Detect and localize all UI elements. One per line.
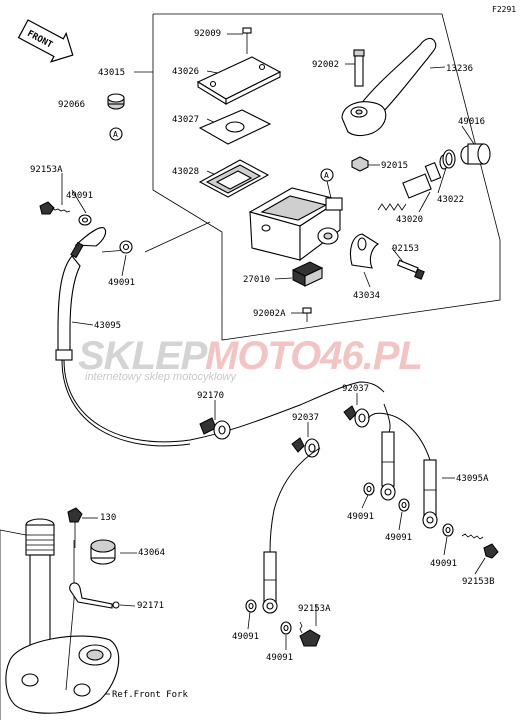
boot-49016 xyxy=(460,143,491,165)
washer-49091-d xyxy=(398,498,410,512)
reservoir-cap-43026 xyxy=(196,56,282,105)
brake-hose-43095 xyxy=(55,227,385,447)
label-ref-front-fork: Ref.Front Fork xyxy=(112,690,188,700)
label-92171: 92171 xyxy=(137,601,164,611)
label-92170: 92170 xyxy=(197,391,224,401)
clamp-92171 xyxy=(69,582,120,609)
label-43026: 43026 xyxy=(172,67,199,77)
label-43095: 43095 xyxy=(94,321,121,331)
label-49091-b: 49091 xyxy=(108,278,135,288)
label-92015: 92015 xyxy=(381,161,408,171)
label-92153: 92153 xyxy=(392,244,419,254)
joint-92170 xyxy=(199,417,231,440)
pivot-bolt-92002 xyxy=(353,49,365,87)
label-49091-c: 49091 xyxy=(347,512,374,522)
label-43028: 43028 xyxy=(172,167,199,177)
screw-92002A xyxy=(302,307,312,322)
bolt-92153 xyxy=(396,259,425,280)
watermark: SKLEP MOTO46.PL internetowy sklep motocy… xyxy=(78,334,423,383)
washer-49091-mid xyxy=(119,240,133,254)
label-92153A-top: 92153A xyxy=(30,165,63,175)
circlip-43022 xyxy=(442,149,456,169)
nut-92015 xyxy=(351,156,369,172)
label-92037-a: 92037 xyxy=(292,413,319,423)
label-92002A: 92002A xyxy=(253,309,286,319)
label-43064: 43064 xyxy=(138,548,165,558)
brake-lever-13236 xyxy=(341,37,437,137)
label-43034: 43034 xyxy=(353,291,380,301)
callout-a-right-text: A xyxy=(324,171,329,180)
master-cylinder-body xyxy=(248,187,343,262)
screw-92009 xyxy=(242,27,252,54)
watermark-brand-right: MOTO46.PL xyxy=(205,334,422,378)
label-43027: 43027 xyxy=(172,115,199,125)
label-92002: 92002 xyxy=(312,60,339,70)
brake-hose-43095A xyxy=(262,403,438,614)
front-fork-reference xyxy=(0,518,120,720)
assembly-outline xyxy=(152,13,501,341)
label-49091-f: 49091 xyxy=(232,632,259,642)
label-49091-a: 49091 xyxy=(66,191,93,201)
clamp-43034 xyxy=(349,233,380,269)
label-92037-b: 92037 xyxy=(342,384,369,394)
washer-49091-f xyxy=(245,599,257,613)
front-arrow-icon: FRONT xyxy=(17,19,74,63)
label-43022: 43022 xyxy=(437,195,464,205)
washer-49091-e xyxy=(442,523,454,537)
label-92009: 92009 xyxy=(194,29,221,39)
label-43015: 43015 xyxy=(98,68,125,78)
plug-92066 xyxy=(107,93,125,110)
label-49091-d: 49091 xyxy=(385,533,412,543)
label-130: 130 xyxy=(100,513,116,523)
washer-49091-c xyxy=(363,482,375,496)
washer-49091-g xyxy=(280,621,292,635)
watermark-brand-left: SKLEP xyxy=(78,334,208,378)
watermark-tagline: internetowy sklep motocyklowy xyxy=(85,371,238,383)
callout-a-left-text: A xyxy=(113,130,118,139)
diaphragm-43028 xyxy=(198,159,270,198)
banjo-bolt-92153A-top xyxy=(39,201,71,215)
label-49091-g: 49091 xyxy=(266,653,293,663)
plate-43027 xyxy=(198,109,272,145)
joint-92037-right xyxy=(343,405,370,428)
washer-49091-top xyxy=(78,214,92,226)
label-92066: 92066 xyxy=(58,100,85,110)
part-labels: 92009 43015 43026 92066 43027 43028 9200… xyxy=(30,29,495,700)
callout-a-left xyxy=(109,127,123,141)
label-13236: 13236 xyxy=(446,64,473,74)
bolt-130 xyxy=(67,507,83,548)
label-27010: 27010 xyxy=(243,275,270,285)
figure-code: F2291 xyxy=(492,5,516,14)
joint-92037-left xyxy=(291,437,320,458)
label-43095A: 43095A xyxy=(456,474,489,484)
label-43020: 43020 xyxy=(396,215,423,225)
label-49091-e: 49091 xyxy=(430,559,457,569)
grommet-43064 xyxy=(90,539,116,565)
label-92153B: 92153B xyxy=(462,577,495,587)
banjo-bolt-92153A-bottom xyxy=(299,621,321,647)
banjo-bolt-92153B xyxy=(461,533,499,559)
switch-27010 xyxy=(291,261,324,287)
label-49016: 49016 xyxy=(458,117,485,127)
label-92153A-bottom: 92153A xyxy=(298,604,331,614)
